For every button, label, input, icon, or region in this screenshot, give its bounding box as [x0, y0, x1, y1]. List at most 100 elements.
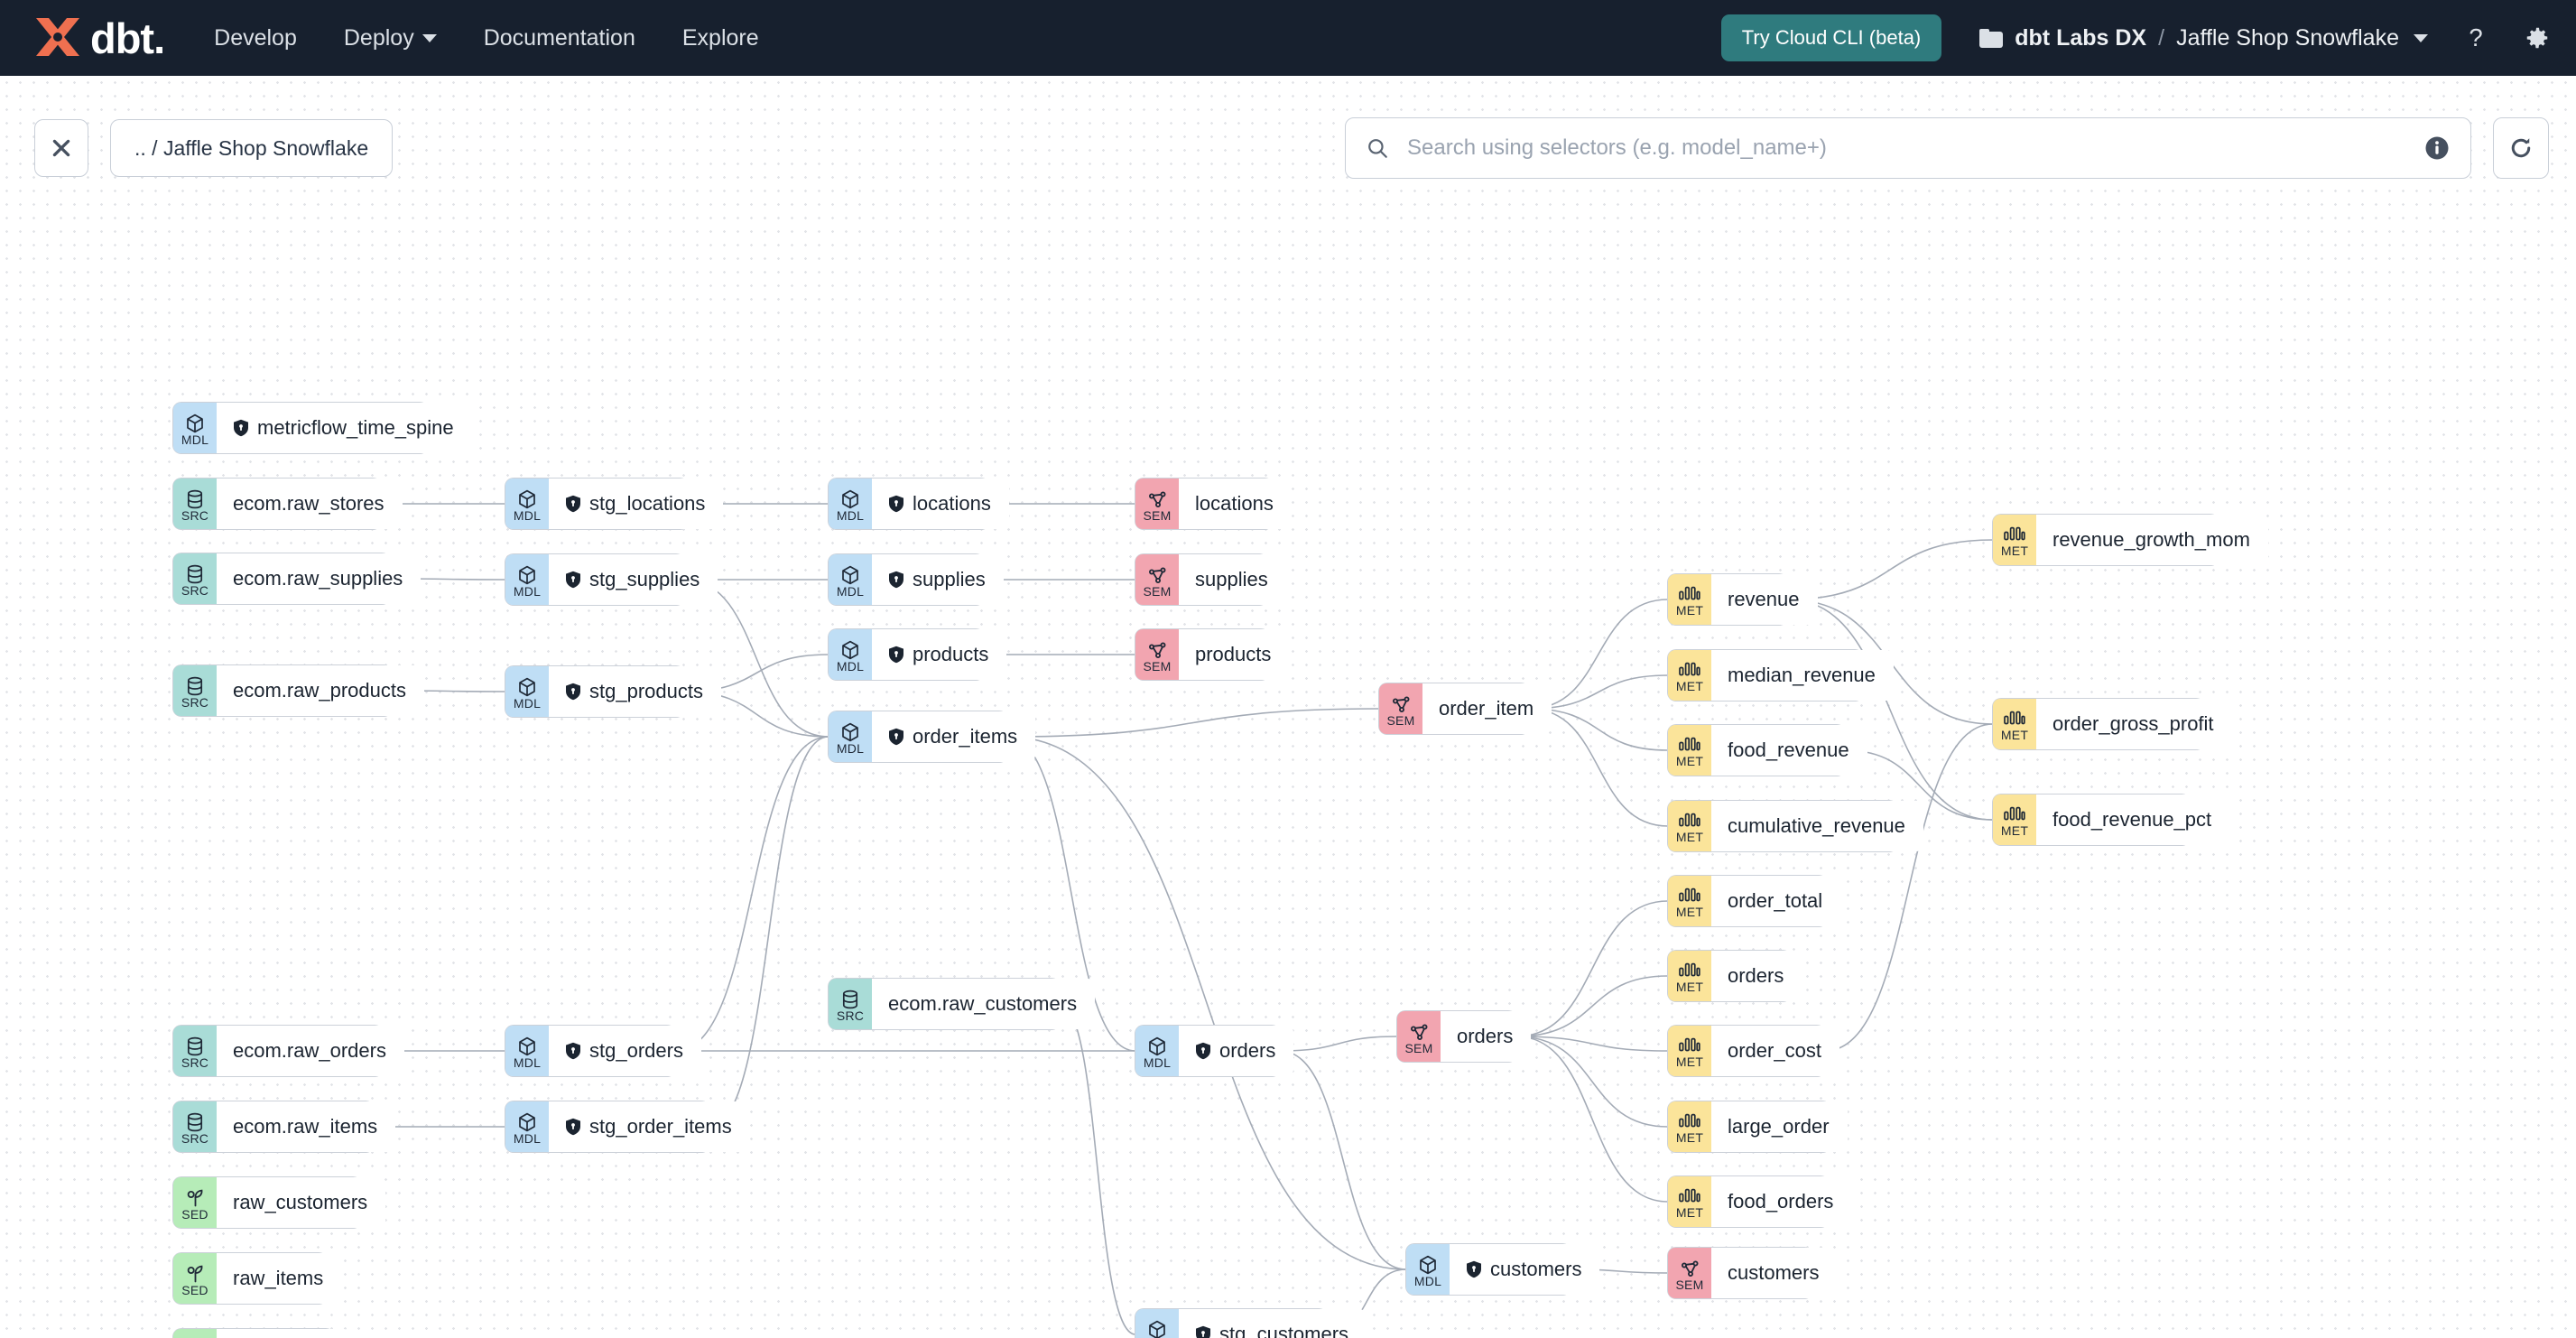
dbt-logo[interactable]: dbt . — [32, 14, 165, 63]
node-label: stg_locations — [589, 492, 706, 515]
node-label: order_gross_profit — [2052, 712, 2214, 735]
node-label: food_revenue — [1728, 739, 1849, 761]
cube-icon — [839, 639, 862, 661]
contract-shield-icon — [566, 1042, 580, 1060]
nav-link-documentation[interactable]: Documentation — [484, 25, 635, 51]
graph-toolbar: .. / Jaffle Shop Snowflake — [0, 76, 2576, 179]
node-type-badge-mdl: MDL — [829, 629, 872, 680]
node-label: orders — [1219, 1039, 1276, 1062]
search-input[interactable] — [1405, 135, 2407, 162]
lineage-edge — [1786, 599, 1994, 821]
node-type-label: MDL — [181, 432, 209, 447]
settings-button[interactable] — [2524, 24, 2551, 51]
nav-link-deploy[interactable]: Deploy — [344, 25, 437, 51]
node-type-badge-sem: SEM — [1135, 629, 1179, 680]
node-type-badge-sem: SEM — [1668, 1248, 1711, 1298]
nav-link-develop[interactable]: Develop — [214, 25, 297, 51]
node-type-badge-mdl: MDL — [1135, 1026, 1179, 1076]
database-icon — [184, 1036, 206, 1057]
node-label: order_item — [1439, 697, 1534, 720]
node-label-wrap: orders — [1179, 1026, 1294, 1076]
node-label-wrap: stg_products — [549, 666, 721, 717]
refresh-button[interactable] — [2493, 117, 2549, 179]
breadcrumb-account[interactable]: dbt Labs DX — [2015, 24, 2147, 51]
database-icon — [839, 989, 861, 1010]
node-label-wrap: stg_supplies — [549, 554, 718, 605]
node-type-badge-mdl: MDL — [505, 666, 549, 717]
close-button[interactable] — [34, 119, 88, 177]
lineage-node-orders_mdl[interactable]: MDL orders — [1135, 1026, 1294, 1076]
lineage-edge — [1279, 1050, 1407, 1270]
lineage-node-met_revenue[interactable]: MET revenue — [1668, 574, 1818, 625]
search-bar[interactable] — [1345, 117, 2471, 179]
graph-breadcrumb-chip[interactable]: .. / Jaffle Shop Snowflake — [110, 119, 394, 177]
node-type-label: MET — [1675, 753, 1704, 768]
node-type-badge-met: MET — [1993, 515, 2036, 565]
node-type-badge-met: MET — [1668, 1101, 1711, 1152]
chevron-down-icon[interactable] — [2414, 33, 2428, 42]
breadcrumb-project[interactable]: Jaffle Shop Snowflake — [2176, 24, 2399, 51]
node-label-wrap: customers — [1711, 1248, 1838, 1298]
bar-chart-icon — [1678, 1112, 1701, 1132]
node-type-label: MDL — [513, 1055, 542, 1070]
node-label: orders — [1457, 1025, 1514, 1047]
info-icon[interactable] — [2423, 135, 2451, 162]
node-label-wrap: revenue — [1711, 574, 1818, 625]
cube-icon — [839, 564, 862, 586]
try-cloud-cli-button[interactable]: Try Cloud CLI (beta) — [1720, 14, 1942, 61]
nav-right-group: Try Cloud CLI (beta) dbt Labs DX / Jaffl… — [1720, 14, 2551, 61]
bar-chart-icon — [1678, 812, 1701, 832]
bar-chart-icon — [1678, 1036, 1701, 1056]
node-label-wrap: supplies — [872, 554, 1004, 605]
node-type-label: MDL — [1143, 1055, 1172, 1070]
bar-chart-icon — [2003, 710, 2026, 729]
node-type-label: MET — [1675, 602, 1704, 618]
lineage-edge — [1059, 1003, 1136, 1335]
node-label: median_revenue — [1728, 664, 1876, 686]
lineage-node-met_food_revenue[interactable]: MET food_revenue — [1668, 725, 1867, 776]
folder-icon — [1979, 28, 2004, 48]
help-button[interactable]: ? — [2462, 24, 2489, 51]
cube-icon — [515, 564, 539, 586]
cube-icon — [515, 1111, 539, 1133]
nav-link-explore[interactable]: Explore — [682, 25, 759, 51]
